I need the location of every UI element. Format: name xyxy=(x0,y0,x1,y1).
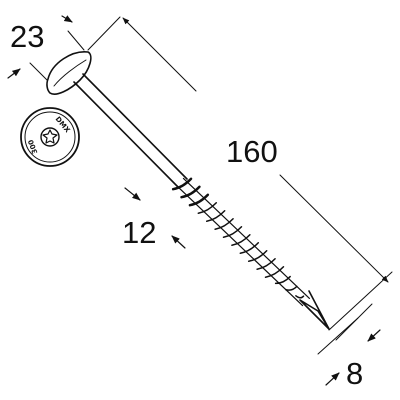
head-top-view: DMX 300 xyxy=(20,107,80,167)
head-size-label: 300 xyxy=(27,138,40,155)
thread-turn xyxy=(247,250,268,262)
thread-turn xyxy=(188,193,210,207)
thread-turn xyxy=(256,258,276,270)
screw-shank xyxy=(73,73,188,188)
dimension-shank: 12 xyxy=(122,187,186,250)
dimension-head: 23 xyxy=(7,15,85,81)
thread-core-line xyxy=(175,185,304,307)
thread-turn xyxy=(285,285,298,291)
thread-turn xyxy=(171,177,193,191)
dimension-length: 160 xyxy=(87,16,393,331)
screw-thread xyxy=(171,177,311,307)
thread-turn xyxy=(231,234,251,246)
dimension-head-label: 23 xyxy=(10,19,44,54)
dimension-point-label: 8 xyxy=(346,356,363,391)
thread-turn xyxy=(180,185,201,199)
thread-turn xyxy=(205,210,226,222)
thread-turn xyxy=(214,218,234,230)
thread-turn xyxy=(239,242,260,254)
head-brand-label: DMX xyxy=(54,115,72,135)
thread-turn xyxy=(197,202,218,214)
thread-turn xyxy=(264,266,285,278)
dimension-point: 8 xyxy=(317,303,381,391)
dimension-length-label: 160 xyxy=(226,134,278,169)
thread-turn xyxy=(274,275,291,285)
thread-turn xyxy=(222,226,243,238)
thread-turn xyxy=(295,295,305,299)
screw-point xyxy=(299,290,330,330)
screw-head xyxy=(46,51,92,95)
dimension-shank-label: 12 xyxy=(122,215,156,250)
